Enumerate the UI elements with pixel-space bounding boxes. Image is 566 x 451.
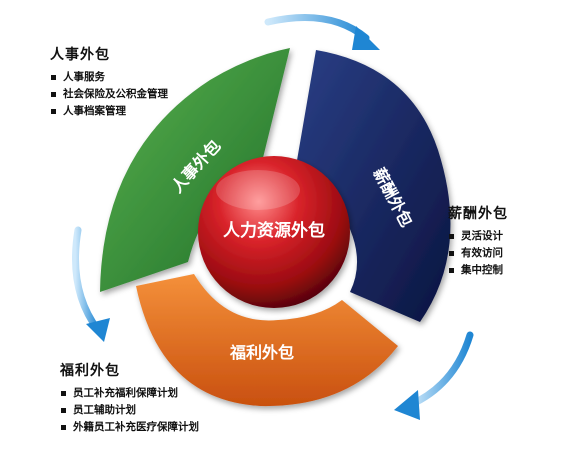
segment-welfare-label: 福利外包 [229,343,294,362]
list-item-label: 人事档案管理 [63,105,126,117]
panel-salary: 薪酬外包 灵活设计 有效访问 集中控制 [448,203,508,279]
bullet-icon [449,251,454,256]
bullet-icon [51,92,56,97]
panel-hr-title: 人事外包 [50,47,110,63]
list-item: 员工补充福利保障计划 [60,385,199,402]
list-item: 社会保险及公积金管理 [50,86,168,103]
segment-salary [295,50,451,322]
panel-salary-list: 灵活设计 有效访问 集中控制 [448,228,508,279]
list-item: 有效访问 [448,245,508,262]
bullet-icon [61,425,66,430]
bullet-icon [449,234,454,239]
list-item: 灵活设计 [448,228,508,245]
panel-welfare-title: 福利外包 [60,363,120,379]
center-sphere [198,156,350,308]
segment-welfare [136,274,398,407]
list-item-label: 员工补充福利保障计划 [73,387,178,399]
list-item: 人事档案管理 [50,103,168,120]
center-label: 人力资源外包 [223,220,325,241]
bullet-icon [449,268,454,273]
list-item: 集中控制 [448,262,508,279]
list-item: 外籍员工补充医疗保障计划 [60,419,199,436]
panel-hr: 人事外包 人事服务 社会保险及公积金管理 人事档案管理 [50,44,168,120]
list-item-label: 有效访问 [461,247,503,259]
list-item-label: 灵活设计 [461,230,503,242]
bullet-icon [51,75,56,80]
panel-hr-list: 人事服务 社会保险及公积金管理 人事档案管理 [50,69,168,120]
list-item-label: 社会保险及公积金管理 [63,88,168,100]
panel-welfare: 福利外包 员工补充福利保障计划 员工辅助计划 外籍员工补充医疗保障计划 [60,360,199,436]
bullet-icon [61,408,66,413]
list-item: 员工辅助计划 [60,402,199,419]
list-item: 人事服务 [50,69,168,86]
bullet-icon [51,109,56,114]
cycle-arrow-left [72,226,110,342]
segment-hr [100,48,290,292]
list-item-label: 人事服务 [63,71,105,83]
panel-salary-title: 薪酬外包 [448,206,508,222]
list-item-label: 外籍员工补充医疗保障计划 [73,421,199,433]
list-item-label: 集中控制 [461,264,503,276]
list-item-label: 员工辅助计划 [73,404,136,416]
cycle-arrow-top [264,14,380,50]
bullet-icon [61,391,66,396]
cycle-arrow-bottom-right [394,331,474,420]
panel-welfare-list: 员工补充福利保障计划 员工辅助计划 外籍员工补充医疗保障计划 [60,385,199,436]
